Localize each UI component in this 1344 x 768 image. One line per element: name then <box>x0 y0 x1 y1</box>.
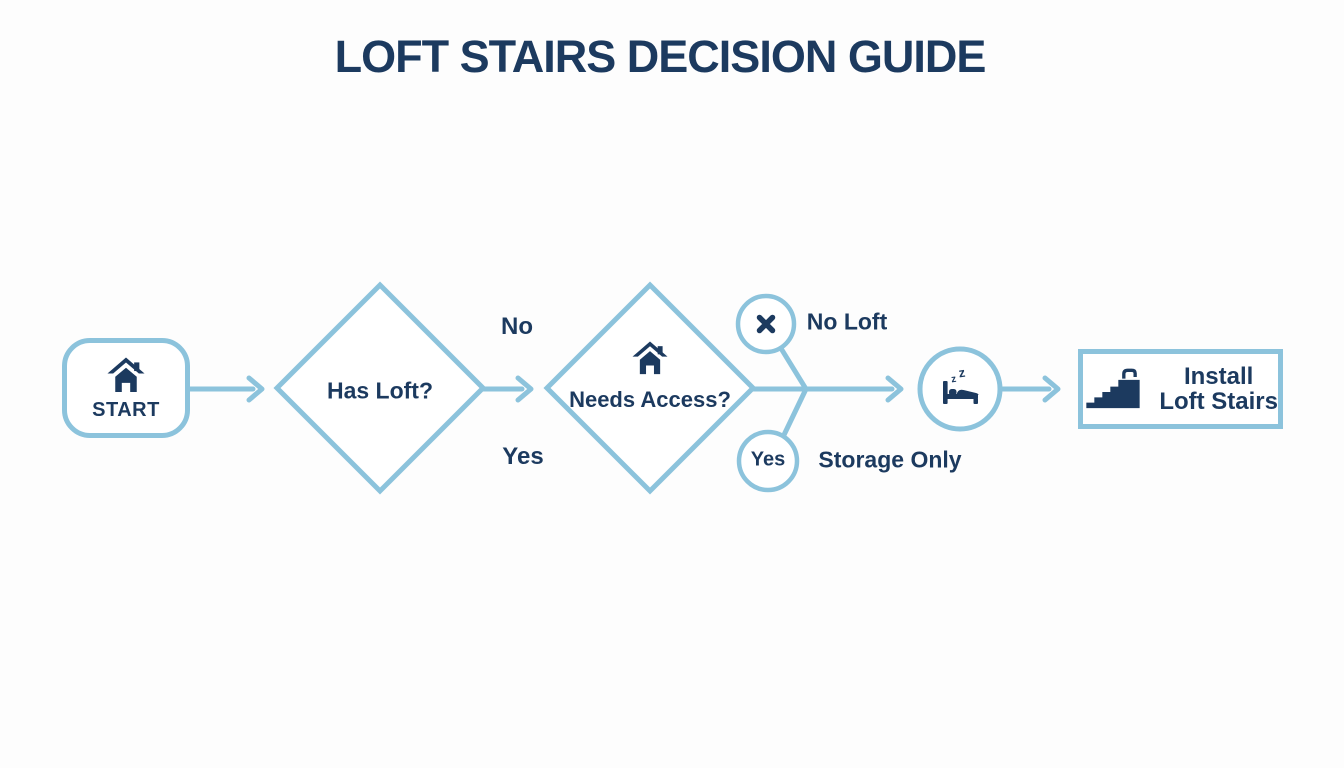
decision-diamond-needs-access <box>543 281 757 495</box>
start-node: START <box>62 338 190 438</box>
arrow-head <box>515 375 534 403</box>
house-icon <box>107 356 145 392</box>
install-label-line2: Loft Stairs <box>1159 388 1278 415</box>
connector-fork-yes <box>780 386 809 440</box>
house-icon <box>632 341 668 375</box>
z-large: z <box>958 365 967 381</box>
install-label-line1: Install <box>1183 362 1254 390</box>
arrow-head <box>885 375 904 403</box>
needs-access-question: Needs Access? <box>569 387 731 412</box>
x-mark-icon <box>756 314 776 334</box>
z-small: z <box>950 374 956 386</box>
decision-diamond-has-loft <box>273 281 487 495</box>
branch-label-no: No <box>501 313 533 340</box>
start-label: START <box>92 398 160 421</box>
storage-only-label: Storage Only <box>818 446 962 473</box>
loft-stairs-icon <box>1086 368 1140 409</box>
sleeping-bed-icon: z z <box>943 365 979 404</box>
page-title: LOFT STAIRS DECISION GUIDE <box>334 31 987 82</box>
arrow-head <box>1042 375 1061 403</box>
branch-label-yes: Yes <box>502 443 544 470</box>
install-label: Install Loft Stairs <box>1159 362 1278 415</box>
sleep-circle <box>917 346 1003 432</box>
has-loft-question: Has Loft? <box>326 377 434 404</box>
arrow-head <box>246 375 265 403</box>
no-loft-label: No Loft <box>806 308 888 335</box>
yes-circle <box>736 429 800 493</box>
connector-fork-noloft <box>779 347 809 392</box>
install-loft-stairs-node: Install Loft Stairs <box>1078 349 1283 429</box>
yes-circle-label: Yes <box>750 448 786 471</box>
